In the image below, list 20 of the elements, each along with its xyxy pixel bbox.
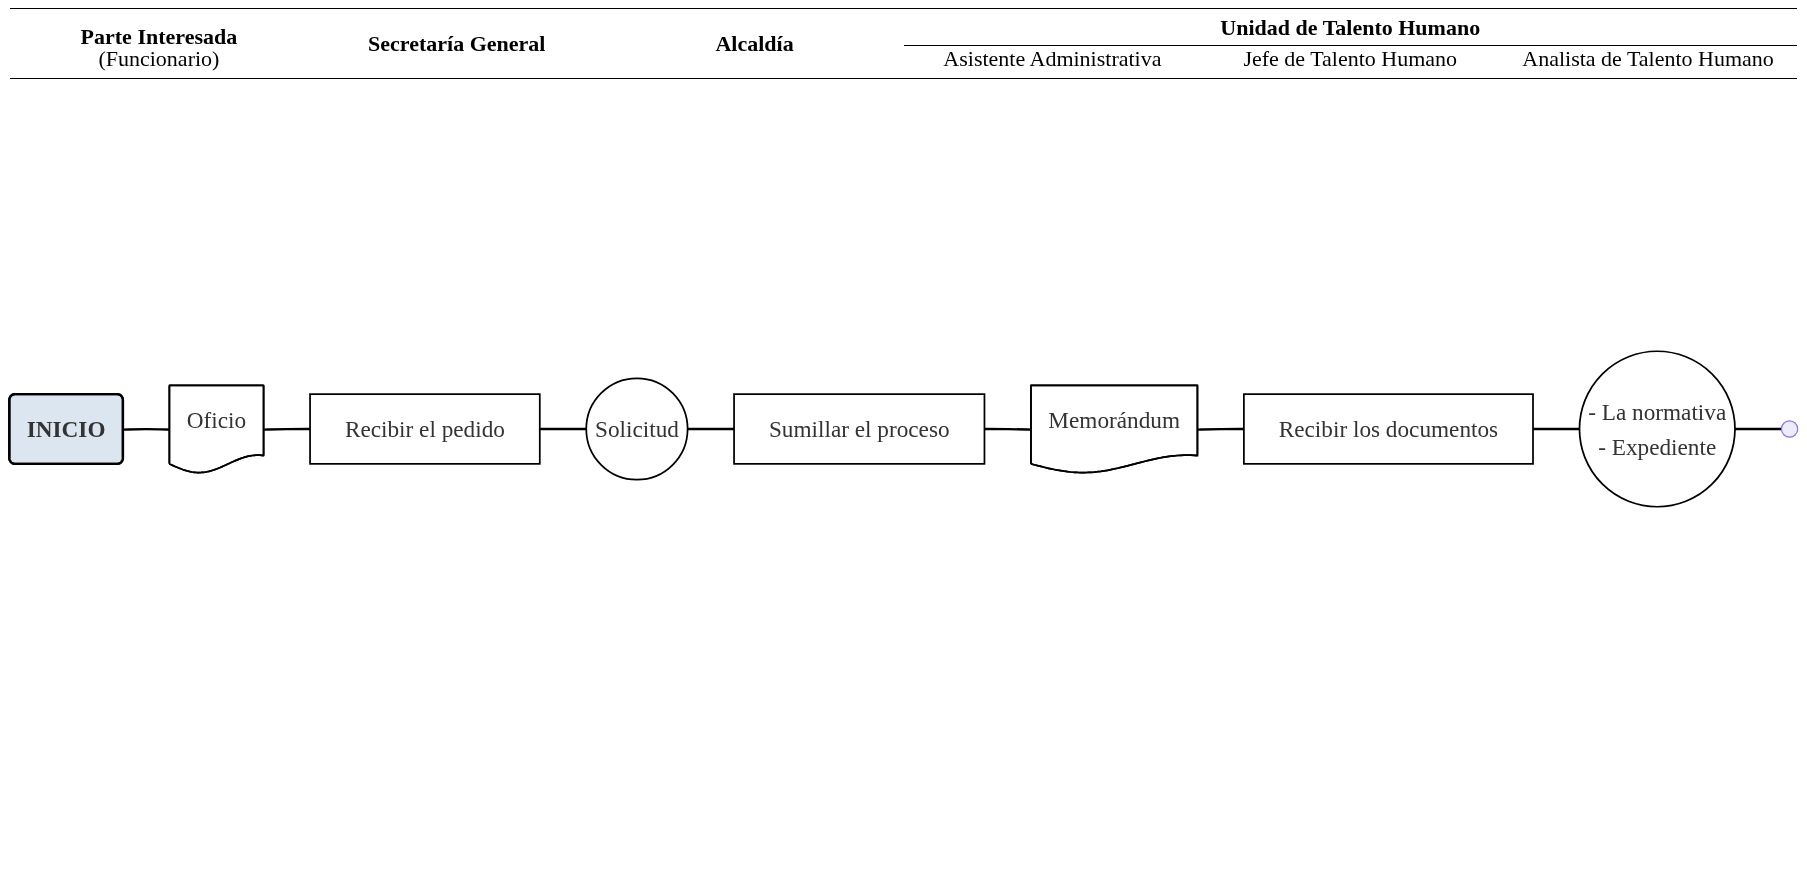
column-header: Alcaldía bbox=[714, 30, 795, 57]
node-circle: Solicitud bbox=[585, 377, 689, 481]
connector bbox=[1197, 427, 1244, 431]
node-box: Sumillar el proceso bbox=[733, 393, 986, 465]
connector bbox=[984, 427, 1032, 431]
node-circle bbox=[1780, 420, 1799, 438]
column-header: Secretaría General bbox=[367, 30, 547, 57]
node-circle: - La normativa - Expediente bbox=[1578, 350, 1736, 508]
connector bbox=[264, 427, 311, 431]
node-box: Recibir los documentos bbox=[1243, 393, 1534, 465]
connector bbox=[1533, 427, 1580, 431]
connector bbox=[123, 428, 170, 431]
column-header: Jefe de Talento Humano bbox=[1242, 46, 1459, 72]
connector bbox=[1734, 427, 1782, 431]
connector bbox=[687, 427, 735, 431]
group-header: Unidad de Talento Humano bbox=[903, 15, 1797, 46]
column-header: Asistente Administrativa bbox=[942, 46, 1163, 72]
column-header: Analista de Talento Humano bbox=[1521, 46, 1775, 72]
node-box: Recibir el pedido bbox=[309, 393, 541, 465]
connector bbox=[539, 427, 587, 431]
